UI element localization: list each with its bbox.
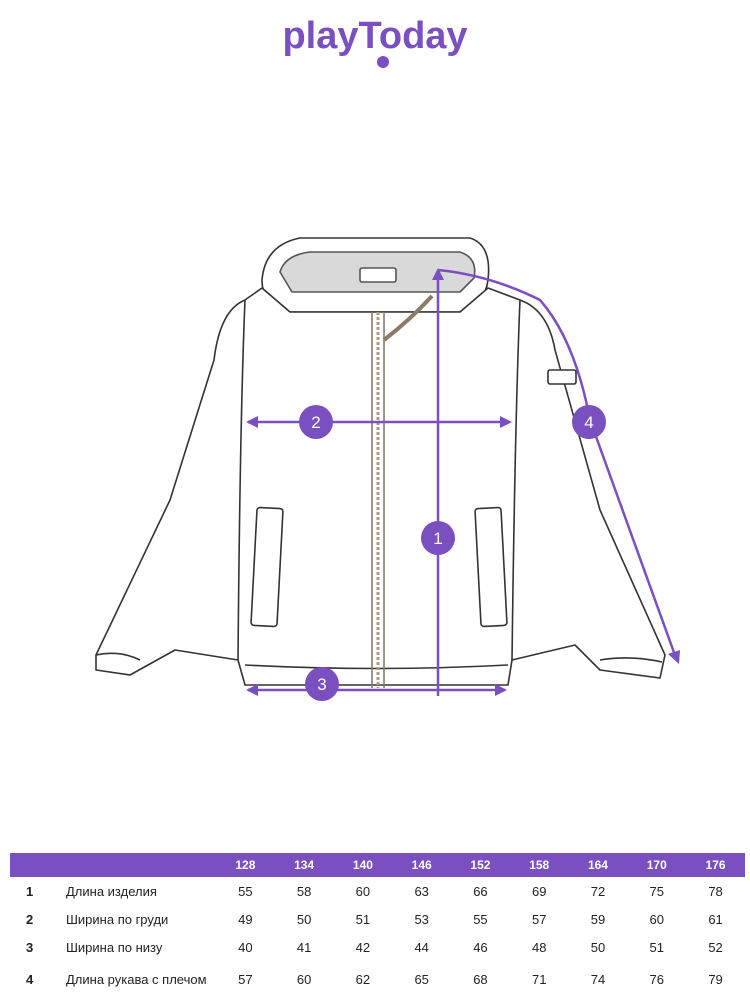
cell: 55 <box>473 911 488 927</box>
marker-4: 4 <box>572 405 606 439</box>
cell: 58 <box>296 883 312 899</box>
row-number: 3 <box>26 939 34 955</box>
cell: 74 <box>590 971 606 987</box>
size-header: 170 <box>646 858 667 872</box>
svg-text:4: 4 <box>584 413 593 432</box>
cell: 42 <box>355 939 371 955</box>
jacket-sketch: 1 2 3 4 <box>95 237 680 701</box>
table-row: 4 Длина рукава с плечом 57 60 62 65 68 7… <box>10 961 745 997</box>
cell: 57 <box>531 911 547 927</box>
row-label: Ширина по груди <box>66 911 169 927</box>
cell: 51 <box>649 939 664 955</box>
cell: 44 <box>414 939 429 955</box>
header-spacer <box>66 853 216 877</box>
header-spacer <box>10 853 66 877</box>
cell: 48 <box>531 939 547 955</box>
table-row: 1 Длина изделия 55 58 60 63 66 69 72 75 … <box>10 877 745 905</box>
marker-2: 2 <box>299 405 333 439</box>
cell: 75 <box>649 883 664 899</box>
cell: 63 <box>414 883 429 899</box>
cell: 78 <box>708 883 723 899</box>
cell: 40 <box>238 939 253 955</box>
row-number: 4 <box>26 971 34 987</box>
svg-text:1: 1 <box>433 529 442 548</box>
size-header: 134 <box>294 858 315 872</box>
cell: 46 <box>473 939 488 955</box>
cell: 65 <box>414 971 429 987</box>
svg-text:2: 2 <box>311 413 320 432</box>
row-label: Длина рукава с плечом <box>66 971 207 987</box>
cell: 50 <box>296 911 312 927</box>
cell: 61 <box>708 911 723 927</box>
cell: 41 <box>296 939 312 955</box>
cell: 69 <box>531 883 547 899</box>
cell: 53 <box>414 911 429 927</box>
cell: 62 <box>355 971 371 987</box>
cell: 59 <box>590 911 606 927</box>
cell: 71 <box>531 971 547 987</box>
cell: 68 <box>473 971 488 987</box>
marker-3: 3 <box>305 667 339 701</box>
cell: 60 <box>355 883 371 899</box>
cell: 60 <box>649 911 664 927</box>
table-row: 3 Ширина по низу 40 41 42 44 46 48 50 51… <box>10 933 745 961</box>
playtoday-logo: playToday <box>282 15 468 68</box>
size-header: 152 <box>470 858 491 872</box>
row-number: 2 <box>26 911 34 927</box>
size-header: 128 <box>235 858 256 872</box>
cell: 49 <box>238 911 253 927</box>
cell: 55 <box>238 883 253 899</box>
size-header: 158 <box>529 858 550 872</box>
marker-1: 1 <box>421 521 455 555</box>
cell: 52 <box>708 939 723 955</box>
svg-text:3: 3 <box>317 675 326 694</box>
size-header: 164 <box>587 858 608 872</box>
cell: 66 <box>473 883 488 899</box>
size-header: 146 <box>411 858 432 872</box>
size-header-row: 128 134 140 146 152 158 164 170 176 <box>10 853 745 877</box>
cell: 60 <box>296 971 312 987</box>
row-number: 1 <box>26 883 34 899</box>
cell: 79 <box>708 971 723 987</box>
svg-text:playToday: playToday <box>282 15 467 57</box>
cell: 57 <box>238 971 253 987</box>
row-label: Ширина по низу <box>66 939 163 955</box>
row-label: Длина изделия <box>66 883 157 899</box>
cell: 51 <box>355 911 371 927</box>
size-header: 140 <box>352 858 373 872</box>
brand-logo: playToday <box>0 6 750 70</box>
cell: 72 <box>590 883 606 899</box>
cell: 50 <box>590 939 606 955</box>
cell: 76 <box>649 971 664 987</box>
size-table: 128 134 140 146 152 158 164 170 176 1 Дл… <box>10 853 745 997</box>
size-header: 176 <box>705 858 726 872</box>
table-row: 2 Ширина по груди 49 50 51 53 55 57 59 6… <box>10 905 745 933</box>
